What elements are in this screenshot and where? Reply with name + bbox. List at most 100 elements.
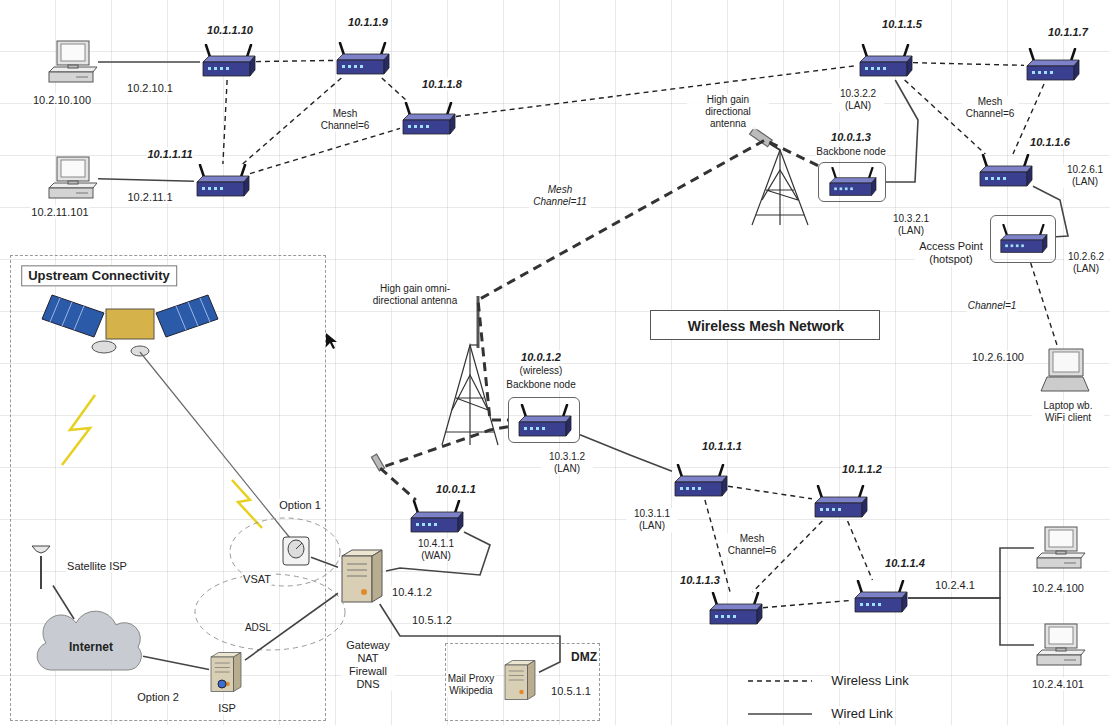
server-icon: Gateway NAT Firewall DNS10.4.1.210.5.1.2 xyxy=(338,548,386,604)
node-label: 10.1.1.9 xyxy=(347,16,389,29)
router-icon: 10.1.1.1110.2.11.1 xyxy=(194,164,250,200)
node-label: Satellite ISP xyxy=(66,560,128,573)
router-icon: 10.1.1.1010.2.10.1 xyxy=(200,44,256,80)
node-label: 10.2.6.100 xyxy=(971,351,1025,364)
legend-samples xyxy=(748,681,812,714)
antenna-icon: Satellite ISP xyxy=(31,546,53,590)
vsat-icon: VSAT xyxy=(283,537,311,567)
wired-link xyxy=(143,656,209,669)
wired-link xyxy=(580,435,672,472)
node-label: Backbone node xyxy=(505,379,577,391)
router-icon: 10.1.1.510.3.2.2 (LAN) xyxy=(857,44,913,80)
server-icon: ISP xyxy=(209,651,245,695)
node-label: 10.5.1.2 xyxy=(411,614,453,627)
internet-cloud xyxy=(37,611,141,670)
wired-link xyxy=(98,61,200,63)
wired-link xyxy=(98,179,194,182)
wireless-link xyxy=(382,78,408,102)
node-label: 10.0.1.2 xyxy=(520,351,562,364)
annotation-label: Option 1 xyxy=(278,499,322,512)
wired-link xyxy=(311,557,338,567)
wireless-link xyxy=(380,427,508,500)
node-label: 10.1.1.11 xyxy=(146,148,193,161)
wired-link xyxy=(1033,186,1068,237)
annotation-label: High gain omni-directional antenna xyxy=(369,283,461,307)
router-icon: 10.1.1.610.2.6.1 (LAN) xyxy=(977,154,1033,190)
wireless-link xyxy=(250,128,400,173)
node-label: 10.4.1.1 (WAN) xyxy=(410,538,462,562)
wired-link xyxy=(886,80,918,182)
node-label: 10.1.1.1 xyxy=(701,440,743,453)
satellite-link xyxy=(62,352,345,650)
node-label: DMZ xyxy=(570,650,598,664)
router-icon: 10.1.1.3 xyxy=(707,592,763,628)
node-label: 10.5.1.1 xyxy=(550,685,592,698)
dish-antenna xyxy=(32,537,309,589)
server-icons xyxy=(211,550,535,700)
backbone-box: 10.0.1.2(wireless)Backbone node10.3.1.2 … xyxy=(508,397,580,443)
computer-icon: 10.2.4.100 xyxy=(1034,526,1086,570)
wireless-link xyxy=(1031,263,1058,347)
node-label: Wireless Mesh Network xyxy=(687,318,845,335)
annotation-label: Mesh Channel=6 xyxy=(962,96,1019,120)
wired-link xyxy=(908,548,1034,598)
annotation-label: Mesh Channel=6 xyxy=(725,533,779,557)
node-label: 10.1.1.3 xyxy=(679,574,721,587)
node-label: Mail Proxy Wikipedia xyxy=(446,673,496,697)
node-label: Backbone node xyxy=(815,146,887,158)
node-label: 10.0.1.3 xyxy=(830,131,872,144)
router-icons xyxy=(197,43,1079,624)
title-box: Wireless Mesh Network xyxy=(650,310,880,340)
computer-icon: 10.2.11.101 xyxy=(46,156,98,200)
router-icon: 10.1.1.410.2.4.1 xyxy=(852,580,908,616)
node-label: 10.3.1.2 (LAN) xyxy=(541,451,593,475)
access-point-box: Access Point (hotspot)10.2.6.2 (LAN) xyxy=(990,215,1056,263)
link-label: Channel=1 xyxy=(967,300,1018,312)
node-label: 10.2.11.101 xyxy=(30,206,89,219)
node-label: 10.1.1.8 xyxy=(421,78,463,91)
router-icon: 10.0.1.110.4.1.1 (WAN) xyxy=(408,500,464,536)
annotation-label: Option 2 xyxy=(136,691,180,704)
internet-cloud: Internet xyxy=(39,619,143,673)
router-icon: 10.1.1.110.3.1.1 (LAN) xyxy=(672,464,728,500)
upstream-region: Upstream ConnectivitySatellite ISP VSAT In… xyxy=(10,255,326,721)
node-label: (wireless) xyxy=(519,365,564,377)
node-label: 10.1.1.4 xyxy=(884,557,926,570)
node-label: 10.2.10.100 xyxy=(32,94,92,107)
node-label: 10.2.4.1 xyxy=(934,579,976,592)
laptop-icon: 10.2.6.100Laptop wb. WiFi client xyxy=(1037,347,1093,393)
node-label: 10.0.1.1 xyxy=(435,483,477,496)
node-label: 10.1.1.10 xyxy=(206,24,254,37)
node-label: 10.1.1.5 xyxy=(881,18,923,31)
wireless-link xyxy=(256,60,334,61)
node-label: ISP xyxy=(217,702,237,715)
node-label: VSAT xyxy=(242,573,272,586)
wireless-link xyxy=(478,140,818,420)
link-label: ADSL xyxy=(244,622,272,634)
wireless-link xyxy=(763,600,852,607)
router-icon: 10.1.1.8 xyxy=(400,102,456,138)
wired-link xyxy=(386,532,490,575)
wired-link xyxy=(380,604,560,672)
node-label: 10.1.1.2 xyxy=(841,463,883,476)
node-label: 10.2.4.101 xyxy=(1031,678,1085,691)
legend-label: Wireless Link xyxy=(830,673,909,688)
link-label: Mesh Channel=11 xyxy=(529,184,591,208)
computer-icon: 10.2.10.100 xyxy=(46,40,98,84)
computer-icon: 10.2.4.101 xyxy=(1034,623,1086,667)
node-label: Internet xyxy=(68,640,114,654)
router-icon: 10.1.1.2 xyxy=(812,485,868,521)
wireless-link xyxy=(456,66,857,117)
legend-label: Wired Link xyxy=(830,706,893,721)
server-icon: Mail Proxy Wikipedia10.5.1.1 xyxy=(503,657,539,705)
node-label: 10.1.1.7 xyxy=(1047,26,1089,39)
wired-link xyxy=(908,598,1034,645)
wired-link xyxy=(53,586,74,619)
node-label: 10.2.6.2 (LAN) xyxy=(1064,251,1108,275)
node-label: Gateway NAT Firewall DNS xyxy=(342,639,394,691)
wireless-link xyxy=(223,80,227,164)
node-label: Access Point (hotspot) xyxy=(914,240,988,266)
node-label: Upstream Connectivity xyxy=(21,265,177,286)
backbone-box: 10.0.1.3Backbone node10.3.2.1 (LAN) xyxy=(818,162,886,202)
